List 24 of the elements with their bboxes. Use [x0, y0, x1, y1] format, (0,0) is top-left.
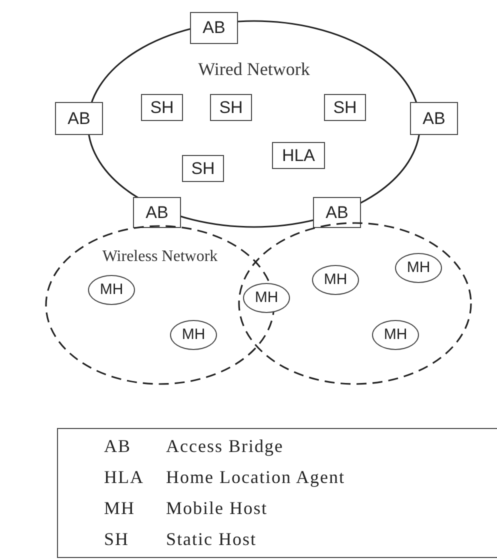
network-label: Wired Network [197, 58, 311, 81]
node-ellipse: MH [88, 275, 135, 305]
network-label: Wireless Network [101, 247, 219, 267]
node-box: AB [133, 197, 181, 228]
node-box: SH [324, 94, 366, 121]
node-box: SH [141, 94, 183, 121]
node-box: AB [410, 102, 458, 135]
node-ellipse: MH [395, 253, 442, 283]
abbreviation: MH [104, 497, 136, 520]
node-ellipse: MH [372, 320, 419, 350]
definition: Static Host [166, 528, 258, 551]
definition: Mobile Host [166, 497, 269, 520]
abbreviation: HLA [104, 466, 145, 489]
abbreviation: AB [104, 435, 132, 458]
node-box: HLA [272, 142, 325, 169]
abbreviation: SH [104, 528, 130, 551]
node-box: SH [210, 94, 252, 121]
node-ellipse: MH [170, 320, 217, 350]
definition: Home Location Agent [166, 466, 346, 489]
node-box: AB [190, 12, 238, 44]
node-box: AB [55, 102, 103, 135]
node-ellipse: MH [312, 265, 359, 295]
node-box: SH [182, 155, 224, 182]
definition: Access Bridge [166, 435, 284, 458]
